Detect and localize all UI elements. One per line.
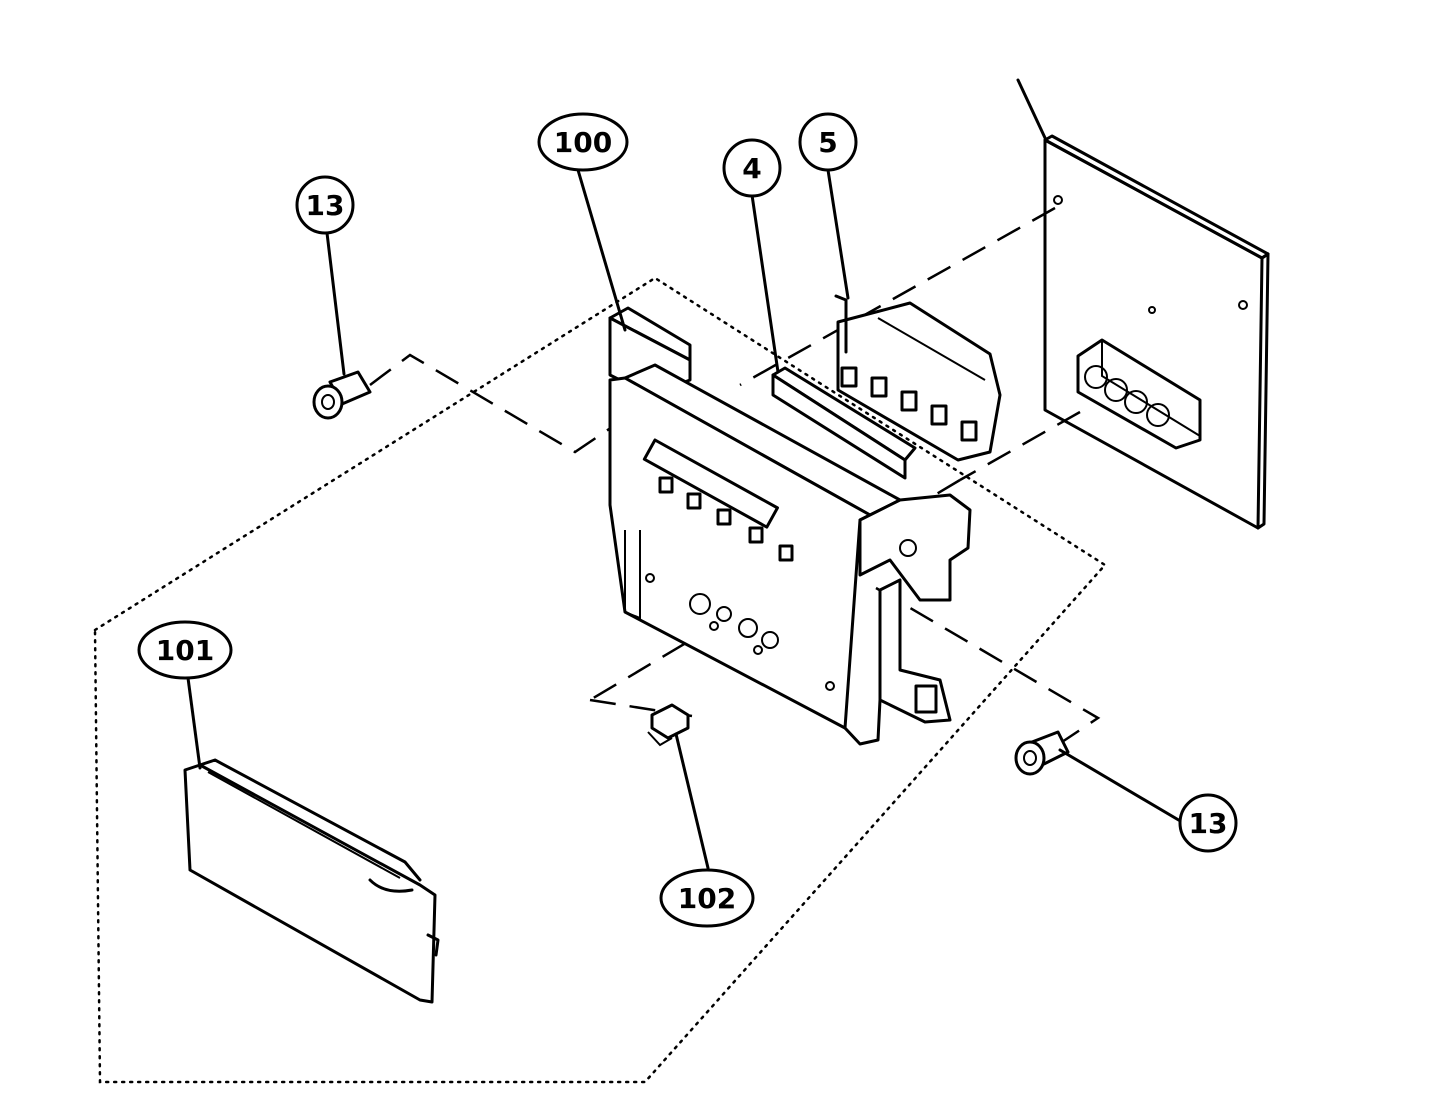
assembly-boundary [93, 276, 1107, 1084]
callout-13-top-label: 13 [306, 189, 345, 222]
callout-13-bottom-label: 13 [1189, 807, 1228, 840]
callout-100: 100 [537, 112, 629, 172]
leader-top-right [1016, 78, 1048, 142]
callout-101: 101 [137, 620, 233, 680]
callout-5-label: 5 [818, 126, 837, 159]
callout-102: 102 [659, 868, 755, 928]
pcb-board [1043, 134, 1270, 530]
display-board [834, 294, 1002, 462]
callout-4: 4 [722, 138, 782, 198]
lcd-strip [771, 366, 917, 480]
callout-13-top: 13 [295, 175, 355, 235]
leader-lines [186, 168, 1184, 870]
callout-101-label: 101 [156, 634, 214, 667]
callout-100-label: 100 [554, 126, 612, 159]
callout-4-label: 4 [742, 152, 761, 185]
spacer-bottom [1014, 730, 1070, 776]
callout-13-bottom: 13 [1178, 793, 1238, 853]
main-chassis [608, 306, 972, 746]
spacer-top [312, 370, 372, 420]
callout-102-label: 102 [678, 882, 736, 915]
callout-5: 5 [798, 112, 858, 172]
front-panel [183, 758, 440, 1004]
clip-part [647, 703, 690, 747]
